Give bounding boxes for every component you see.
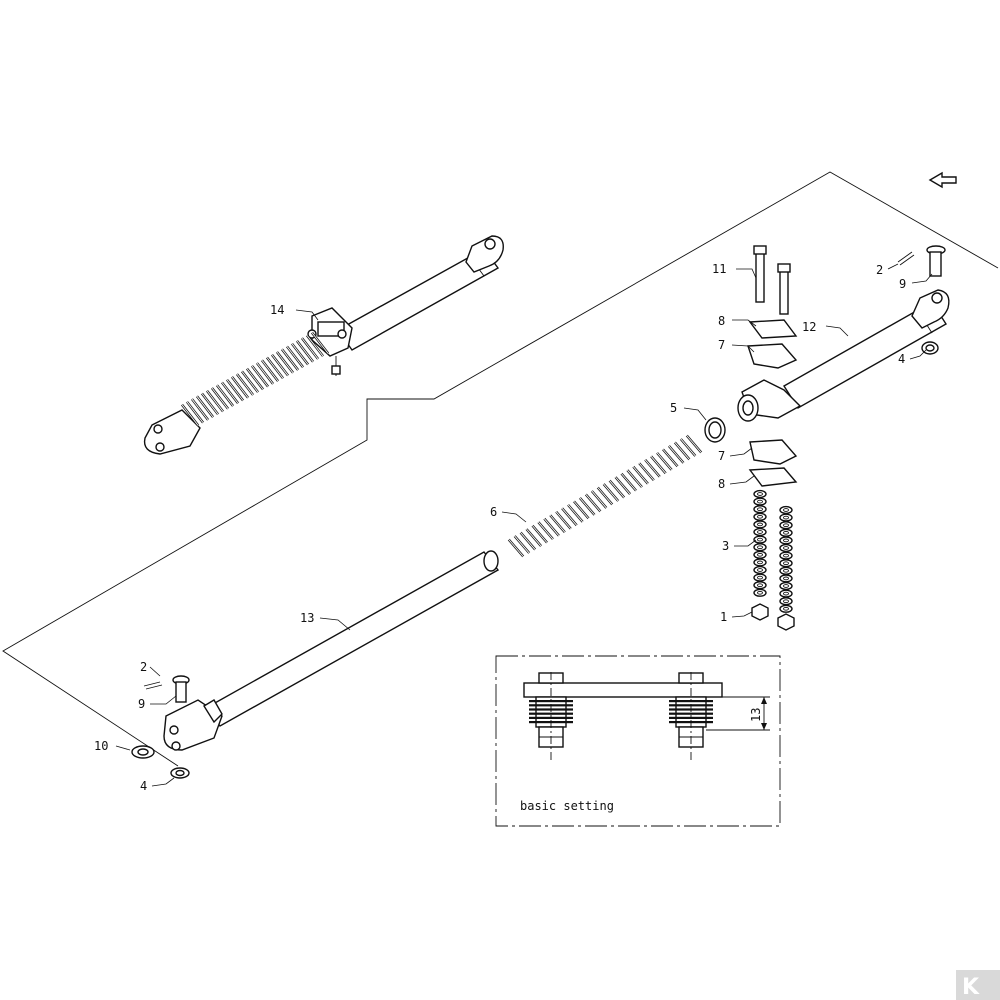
washers-lower (131, 745, 190, 779)
disc-spring (753, 505, 767, 514)
detail-disc-spring (529, 700, 573, 703)
detail-disc-spring (529, 716, 573, 719)
part-6-spring (507, 434, 703, 558)
assembly-outline (2, 171, 999, 767)
part-11-bolts (753, 245, 791, 315)
disc-spring (779, 566, 793, 575)
callout-8-lower: 8 (718, 477, 725, 491)
disc-spring (779, 574, 793, 583)
disc-spring (753, 588, 767, 597)
disc-spring (753, 543, 767, 552)
disc-spring (779, 597, 793, 606)
disc-spring (753, 565, 767, 575)
disc-spring (779, 543, 793, 553)
washers (704, 341, 939, 443)
detail-disc-spring (669, 716, 713, 719)
part-2-9-lower (143, 675, 190, 703)
dimension-label: 13 (749, 708, 763, 722)
disc-spring (753, 497, 767, 506)
callout-10: 10 (94, 739, 108, 753)
callout-4-lower: 4 (140, 779, 147, 793)
callout-8-upper: 8 (718, 314, 725, 328)
logo-icon: K (956, 970, 1000, 1000)
callout-12: 12 (802, 320, 816, 334)
detail-disc-spring (669, 700, 713, 703)
callout-5: 5 (670, 401, 677, 415)
part-2-9-upper (897, 245, 946, 277)
disc-spring (779, 589, 793, 598)
disc-spring (753, 489, 767, 499)
disc-spring (753, 558, 767, 567)
arrow-icon (928, 171, 957, 189)
part-12-tube (737, 289, 950, 422)
callout-9-lower: 9 (138, 697, 145, 711)
callout-7-upper: 7 (718, 338, 725, 352)
callout-labels: 14 11 2 9 8 12 7 4 5 7 8 6 3 1 13 2 9 10… (94, 262, 906, 793)
disc-spring (779, 559, 793, 568)
disc-spring (779, 521, 793, 530)
part-7-8-lower (748, 439, 798, 487)
disc-spring (753, 520, 767, 529)
part-14-assembly (143, 235, 504, 455)
svg-text:K: K (962, 975, 980, 1000)
disc-spring (753, 535, 767, 544)
callout-9-upper: 9 (899, 277, 906, 291)
callout-2-lower: 2 (140, 660, 147, 674)
detail-disc-spring (669, 712, 713, 715)
part-1-nuts (751, 603, 795, 631)
detail-caption: basic setting (520, 799, 614, 813)
basic-setting-detail: 13 basic setting (495, 655, 781, 827)
disc-spring (779, 581, 793, 591)
disc-spring (779, 505, 793, 515)
callout-11: 11 (712, 262, 726, 276)
callout-4-upper: 4 (898, 352, 905, 366)
part-13-rod (163, 550, 500, 751)
callout-2-upper: 2 (876, 263, 883, 277)
part-3-disc-springs (753, 489, 793, 613)
detail-disc-spring (529, 712, 573, 715)
callout-13: 13 (300, 611, 314, 625)
callout-14: 14 (270, 303, 284, 317)
disc-spring (753, 573, 767, 582)
callout-6: 6 (490, 505, 497, 519)
disc-spring (779, 528, 793, 537)
disc-spring (753, 550, 767, 559)
disc-spring (753, 581, 767, 590)
callout-1: 1 (720, 610, 727, 624)
disc-spring (779, 551, 793, 560)
part-8-7-upper (747, 319, 798, 369)
disc-spring (753, 512, 767, 521)
disc-spring (753, 527, 767, 537)
leader-lines (115, 263, 933, 787)
callout-7-lower: 7 (718, 449, 725, 463)
disc-spring (779, 513, 793, 522)
disc-spring (779, 604, 793, 613)
callout-3: 3 (722, 539, 729, 553)
disc-spring (779, 536, 793, 545)
